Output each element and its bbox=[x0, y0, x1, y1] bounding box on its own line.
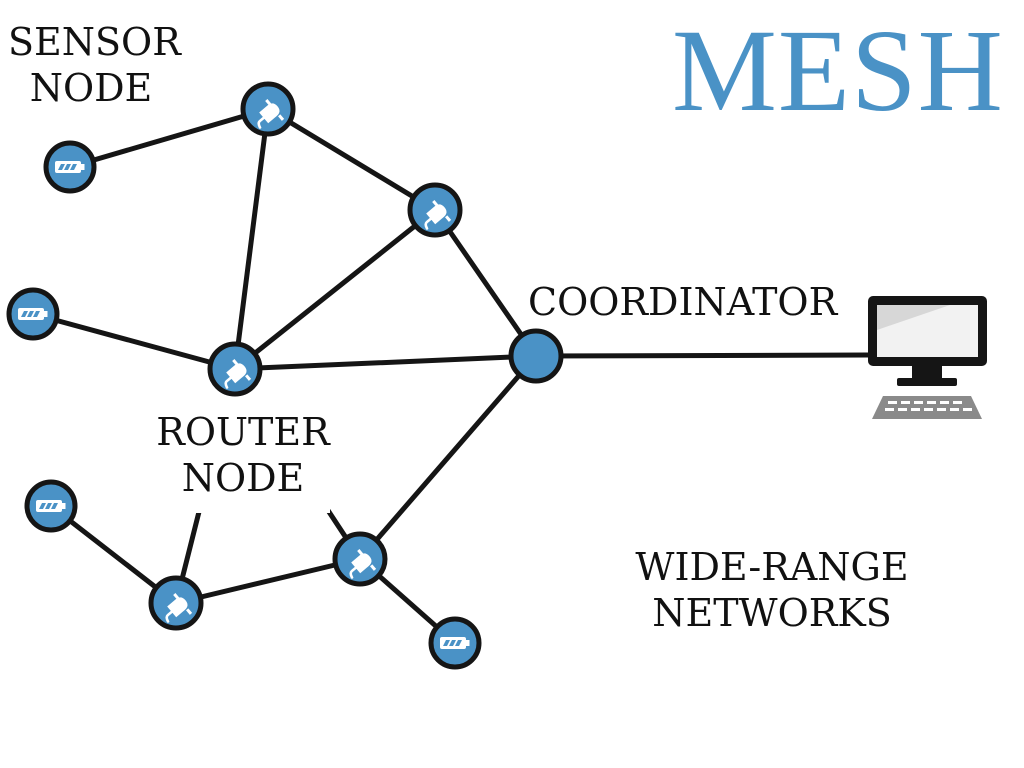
diagram-title: MESH bbox=[672, 5, 1004, 136]
coordinator-node[interactable] bbox=[508, 328, 564, 384]
screen-glare bbox=[877, 305, 978, 357]
coordinator-label: COORDINATOR bbox=[528, 280, 838, 324]
battery-icon bbox=[55, 161, 85, 173]
link-router-top-router-right bbox=[265, 106, 438, 213]
router-node-label-line1: ROUTER bbox=[156, 410, 330, 454]
router-label-backdrop bbox=[152, 385, 330, 513]
link-sensor1-router-top bbox=[67, 106, 271, 170]
router-node-label-line2: NODE bbox=[181, 455, 305, 500]
keyboard-keys bbox=[885, 401, 972, 411]
sensor-node-bottom-left[interactable] bbox=[24, 479, 78, 533]
monitor-base bbox=[897, 378, 957, 386]
link-router-bottom-router-lower bbox=[173, 556, 363, 606]
link-router-right-router-center bbox=[232, 207, 438, 372]
coordinator-label-backdrop bbox=[528, 283, 836, 323]
router-node-bottom[interactable] bbox=[148, 575, 204, 631]
wide-range-label-line2: NETWORKS bbox=[652, 590, 892, 635]
link-coordinator-computer bbox=[533, 352, 871, 359]
router-node-label: ROUTER NODE bbox=[155, 410, 331, 501]
link-coordinator-router-lower bbox=[357, 353, 539, 562]
sensor-node-middle-left[interactable] bbox=[6, 287, 60, 341]
sensor-node-label: SENSOR NODE bbox=[8, 20, 181, 111]
battery-icon bbox=[18, 308, 48, 320]
sensor-node-label-line1: SENSOR bbox=[8, 20, 181, 64]
link-router-top-router-center bbox=[232, 106, 271, 372]
keyboard bbox=[872, 396, 982, 419]
router-node-top[interactable] bbox=[240, 81, 296, 137]
link-router-right-coordinator bbox=[432, 207, 539, 359]
desktop-computer-icon[interactable] bbox=[868, 296, 987, 419]
battery-icon bbox=[440, 637, 470, 649]
wide-range-label: WIDE-RANGE NETWORKS bbox=[630, 545, 914, 636]
sensor-node-bottom[interactable] bbox=[428, 616, 482, 670]
sensor-node-top-left[interactable] bbox=[43, 140, 97, 194]
router-node-right[interactable] bbox=[407, 182, 463, 238]
sensor-node-label-line2: NODE bbox=[29, 65, 153, 110]
link-sensor2-router-center bbox=[30, 311, 238, 372]
wide-range-label-line1: WIDE-RANGE bbox=[635, 545, 909, 589]
monitor-neck bbox=[912, 366, 942, 378]
router-node-center[interactable] bbox=[207, 341, 263, 397]
link-router-center-coordinator bbox=[232, 353, 539, 372]
router-node-lower[interactable] bbox=[332, 531, 388, 587]
battery-icon bbox=[36, 500, 66, 512]
